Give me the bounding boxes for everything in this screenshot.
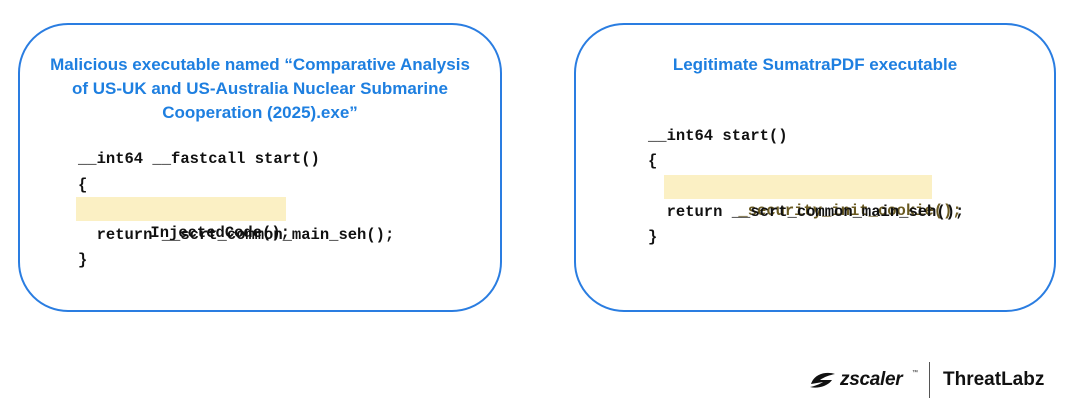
code-line: { [78, 176, 88, 194]
title-line: of US-UK and US-Australia Nuclear Submar… [72, 79, 448, 98]
title-line: Cooperation (2025).exe” [162, 103, 358, 122]
legitimate-code-block: __int64 start() { _security_init_cookie(… [576, 25, 964, 246]
zscaler-logo-icon [810, 372, 835, 388]
threatlabz-wordmark: ThreatLabz [943, 369, 1045, 390]
malicious-executable-title: Malicious executable named “Comparative … [20, 53, 500, 125]
code-line: __int64 start() [648, 127, 788, 145]
title-line: Malicious executable named “Comparative … [50, 55, 470, 74]
legitimate-executable-panel: Legitimate SumatraPDF executable __int64… [574, 23, 1056, 312]
trademark-symbol: ™ [912, 370, 918, 376]
injected-code-call: InjectedCode(); [131, 224, 290, 242]
code-line: { [648, 152, 658, 170]
legitimate-executable-title: Legitimate SumatraPDF executable [672, 55, 958, 74]
highlighted-code-line: InjectedCode(); [76, 197, 290, 242]
brand-divider [929, 362, 930, 398]
branding: zscaler ™ ThreatLabz [808, 362, 1058, 398]
code-line: } [78, 251, 88, 269]
zscaler-wordmark: zscaler [840, 369, 903, 390]
code-line: } [648, 228, 658, 246]
code-line: return __scrt_common_main_seh(); [648, 203, 965, 221]
code-line: return __scrt_common_main_seh(); [78, 226, 395, 244]
highlighted-code-line: _security_init_cookie(); [664, 175, 962, 220]
security-init-cookie-call: _security_init_cookie(); [719, 202, 962, 220]
code-line: __int64 __fastcall start() [78, 150, 320, 168]
malicious-code-block: __int64 __fastcall start() { InjectedCod… [20, 25, 394, 269]
malicious-executable-panel: Malicious executable named “Comparative … [18, 23, 502, 312]
